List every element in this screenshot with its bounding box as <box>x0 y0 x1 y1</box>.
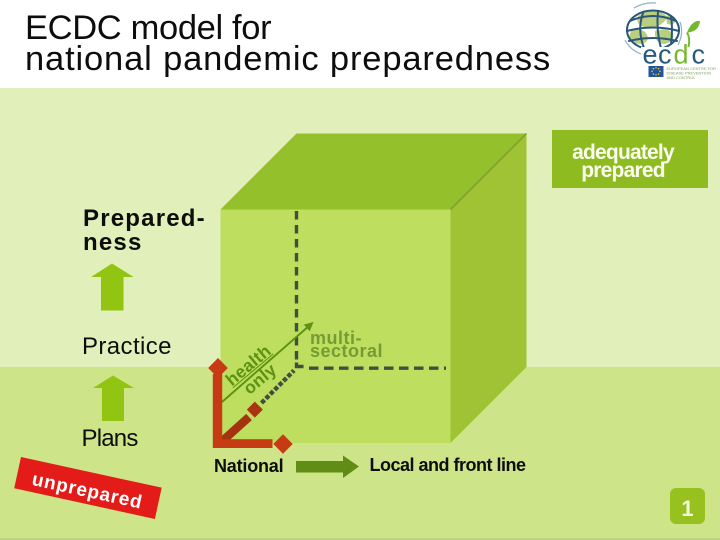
svg-text:c: c <box>692 40 706 70</box>
svg-text:ec: ec <box>643 40 673 70</box>
svg-text:AND CONTROL: AND CONTROL <box>667 75 697 80</box>
svg-text:EUROPEAN CENTRE FOR: EUROPEAN CENTRE FOR <box>667 66 717 71</box>
svg-text:d: d <box>674 40 689 70</box>
svg-text:DISEASE PREVENTION: DISEASE PREVENTION <box>667 71 712 76</box>
